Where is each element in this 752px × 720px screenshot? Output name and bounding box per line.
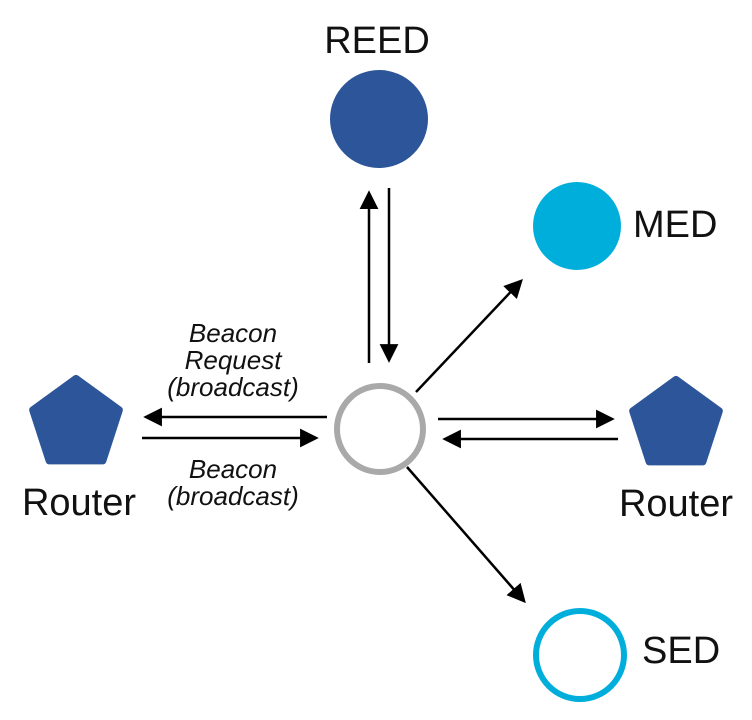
med-node-circle-icon: [533, 182, 621, 270]
router-right-label: Router: [618, 483, 734, 525]
router-left-pentagon-icon: [29, 375, 123, 465]
reed-label: REED: [324, 20, 430, 62]
joining-device-node-circle-icon: [334, 383, 426, 475]
beacon-annotation: Beacon (broadcast): [167, 454, 299, 511]
med-label: MED: [633, 204, 718, 246]
sed-label: SED: [642, 630, 721, 672]
sed-node-circle-icon: [533, 608, 627, 702]
edge-joiner-to-sed: [406, 466, 526, 604]
router-right-pentagon-icon: [629, 376, 723, 466]
beacon-request-annotation: Beacon Request (broadcast): [167, 318, 299, 402]
reed-node-circle-icon: [330, 70, 428, 168]
edge-joiner-to-med: [415, 278, 523, 393]
router-left-label: Router: [21, 482, 137, 524]
